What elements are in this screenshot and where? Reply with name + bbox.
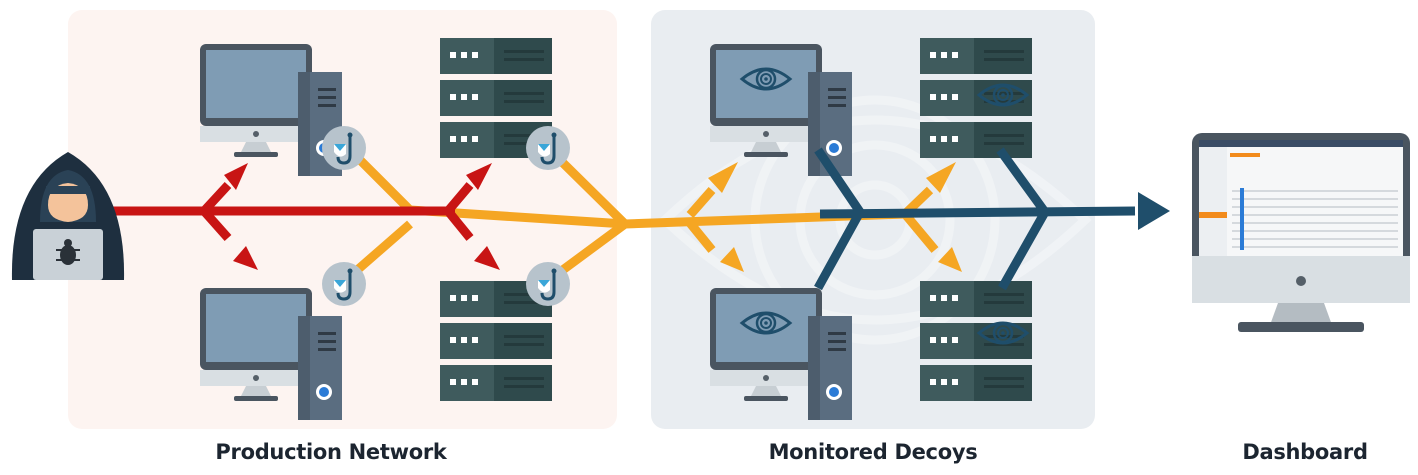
- fishing-hook-icon: [524, 124, 572, 172]
- fishing-hook-icon: [320, 260, 368, 308]
- fishing-hook-icon: [320, 124, 368, 172]
- production-network-label: Production Network: [215, 440, 447, 464]
- dashboard-monitor-icon: [1192, 133, 1410, 332]
- dashboard-label: Dashboard: [1242, 440, 1368, 464]
- decoy-server-top: [920, 38, 1032, 158]
- attack-path: [100, 181, 474, 241]
- attack-arrowheads: [224, 163, 500, 270]
- monitored-decoys-label: Monitored Decoys: [768, 440, 978, 464]
- alert-arrowhead: [1138, 192, 1170, 230]
- fishing-hook-icon: [524, 260, 572, 308]
- lure-arrowheads: [708, 162, 962, 272]
- hooded-hacker-icon: [11, 152, 125, 280]
- alert-path: [814, 147, 1136, 291]
